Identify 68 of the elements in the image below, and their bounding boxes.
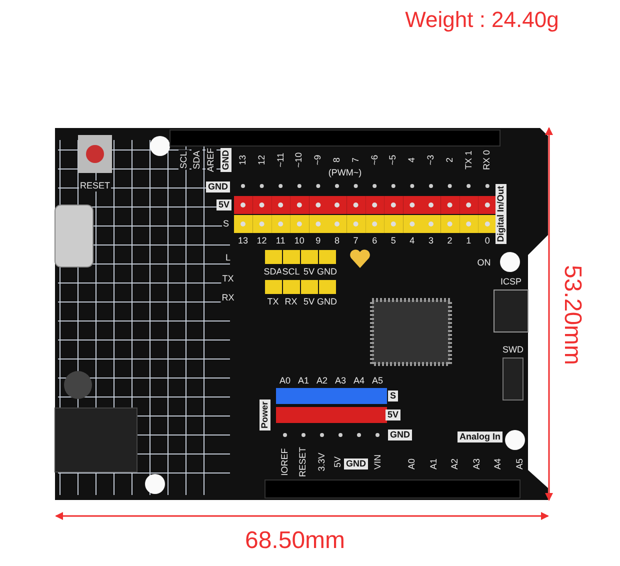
silkscreen-label: GND — [316, 296, 338, 308]
silkscreen-label: 3 — [428, 236, 434, 246]
silkscreen-label: ~3 — [426, 154, 436, 166]
silkscreen-label: ~5 — [388, 154, 399, 166]
silkscreen-label: SDA — [192, 150, 202, 170]
silkscreen-label: L — [224, 252, 232, 264]
silkscreen-label: A3 — [334, 376, 347, 386]
silkscreen-label: TX — [266, 296, 280, 308]
silkscreen-label: A5 — [371, 376, 384, 386]
silkscreen-label: 1 — [465, 236, 472, 246]
silkscreen-label: 4 — [408, 236, 416, 246]
silkscreen-label: SDA — [262, 266, 284, 278]
silkscreen-label: A4 — [352, 376, 366, 386]
silkscreen-label: SCL — [178, 150, 190, 170]
silkscreen-label: 2 — [446, 236, 454, 246]
silkscreen-label: 10 — [293, 236, 306, 246]
silkscreen-label: RESET — [79, 180, 111, 192]
silkscreen-label: RESET — [298, 446, 308, 478]
silkscreen-label: GND — [220, 148, 232, 172]
silkscreen-label: RX — [284, 296, 298, 308]
silkscreen-label: ~10 — [294, 151, 305, 169]
silkscreen-label: 5V — [302, 266, 316, 278]
silkscreen-label: S — [222, 218, 230, 230]
silkscreen-label: 5 — [390, 236, 397, 246]
silkscreen-label: A0 — [278, 376, 292, 386]
weight-label: Weight : 24.40g — [405, 9, 559, 31]
silkscreen-label: A2 — [450, 458, 460, 470]
silkscreen-label: RX 0 — [482, 149, 493, 171]
silkscreen-label: GND — [206, 182, 230, 192]
silkscreen-label: GND — [316, 266, 338, 278]
silkscreen-label: A1 — [297, 376, 310, 386]
silkscreen-label: A2 — [316, 376, 328, 386]
silkscreen-label: ~11 — [275, 152, 286, 168]
silkscreen-label: 7 — [352, 236, 360, 246]
silkscreen-label: 11 — [274, 236, 286, 246]
silkscreen-label: 12 — [256, 236, 268, 246]
silkscreen-label: AREF — [206, 147, 216, 173]
silkscreen-label: 9 — [314, 236, 322, 246]
silkscreen-label: 13 — [237, 236, 249, 246]
silkscreen-label: VIN — [372, 454, 384, 470]
silkscreen-label: 5V — [386, 410, 400, 420]
silkscreen-label: ON — [476, 258, 492, 268]
silkscreen-label: A0 — [406, 458, 418, 470]
silkscreen-label: GND — [344, 458, 368, 470]
silkscreen-label: 13 — [238, 154, 248, 166]
dimension-label: 53.20mm — [560, 264, 584, 366]
silkscreen-label: SCL — [281, 266, 301, 278]
silkscreen-label: Analog In — [458, 432, 502, 442]
silkscreen-label: S — [388, 390, 398, 402]
silkscreen-label: 5V — [332, 456, 344, 468]
silkscreen-label: A4 — [492, 458, 504, 470]
silkscreen-label: TX — [221, 274, 235, 284]
silkscreen-label: ~9 — [312, 154, 324, 166]
silkscreen-label: Digital In/Out — [496, 184, 506, 244]
silkscreen-label: (PWM~) — [327, 168, 363, 178]
silkscreen-label: 3.3V — [316, 452, 328, 472]
silkscreen-label: 5V — [302, 296, 316, 308]
silkscreen-label: SWD — [502, 344, 524, 356]
silkscreen-label: IOREF — [280, 447, 290, 477]
silkscreen-label: 8 — [334, 236, 340, 246]
dimension-label: 68.50mm — [244, 529, 346, 553]
silkscreen-label: RX — [220, 292, 236, 304]
silkscreen-label: 5V — [216, 200, 232, 210]
silkscreen-label: 0 — [484, 236, 491, 246]
silkscreen-label: GND — [388, 430, 412, 440]
silkscreen-label: Power — [260, 400, 270, 430]
silkscreen-label: ICSP — [500, 276, 522, 288]
silkscreen-label: 6 — [371, 236, 378, 246]
